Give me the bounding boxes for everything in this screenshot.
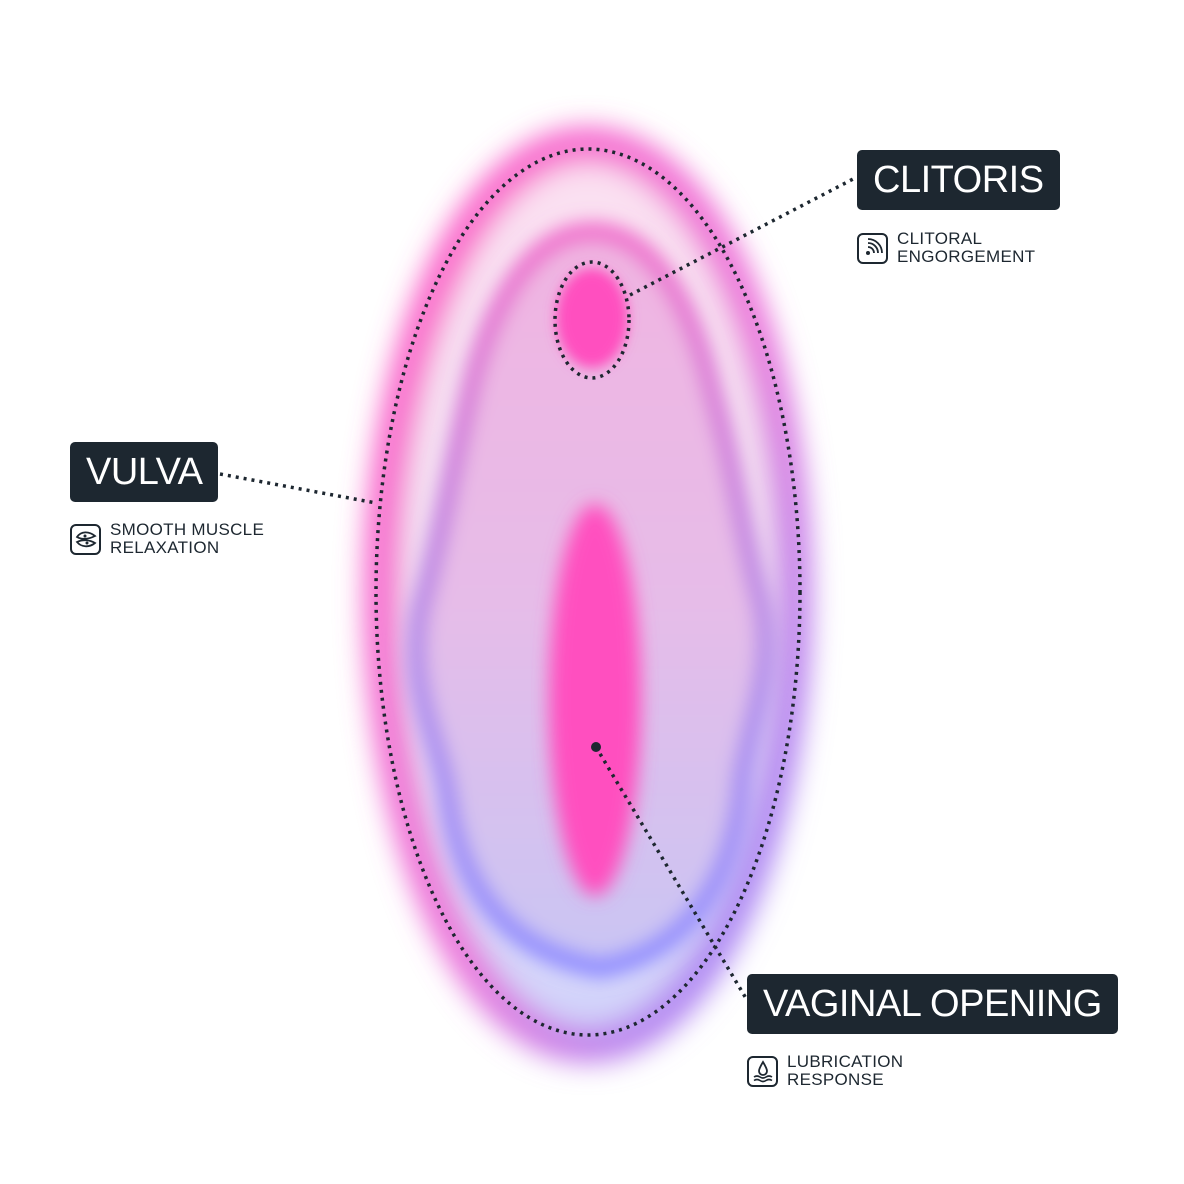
vulva-sub-line2: RELAXATION — [110, 538, 220, 557]
clitoris-blob — [556, 268, 628, 368]
relaxed-muscle-icon — [70, 523, 101, 555]
vulva-leader-line — [219, 472, 377, 505]
vaginal-opening-sublabel: LUBRICATION RESPONSE — [747, 1053, 903, 1089]
vulva-dotted-outline — [374, 147, 802, 1037]
vaginal-anchor-dot — [591, 742, 601, 752]
concentric-waves-icon — [857, 232, 888, 264]
vaginal-opening-label: VAGINAL OPENING — [747, 974, 1118, 1034]
vaginal-sub-line1: LUBRICATION — [787, 1052, 904, 1071]
clitoris-sub-line1: CLITORAL — [897, 229, 983, 248]
vaginal-sub-line2: RESPONSE — [787, 1070, 884, 1089]
vulva-sub-line1: SMOOTH MUSCLE — [110, 520, 265, 539]
clitoris-label: CLITORIS — [857, 150, 1060, 210]
clitoris-sublabel: CLITORAL ENGORGEMENT — [857, 230, 1035, 266]
vulva-sublabel: SMOOTH MUSCLE RELAXATION — [70, 521, 264, 557]
droplet-waves-icon — [747, 1055, 778, 1087]
clitoris-dotted-outline — [553, 260, 631, 380]
clitoris-sub-line2: ENGORGEMENT — [897, 247, 1036, 266]
vaginal-leader-line — [594, 746, 749, 1001]
vaginal-opening-blob — [549, 504, 641, 896]
vulva-label: VULVA — [70, 442, 219, 502]
clitoris-leader-line — [629, 175, 858, 297]
